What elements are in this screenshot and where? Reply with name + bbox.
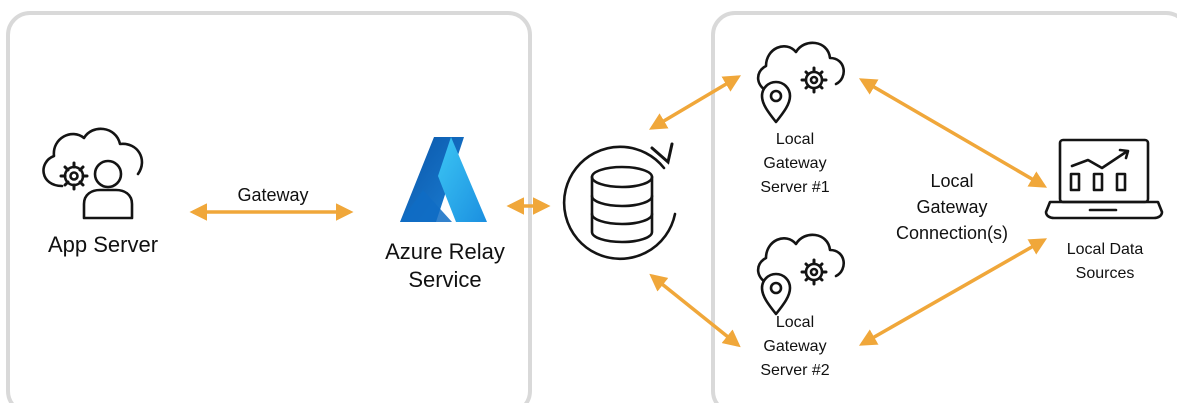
connections-label: Local Gateway Connection(s) [872,168,1032,246]
app-server-label: App Server [47,232,159,257]
server1-label-line1: Local [775,131,815,148]
connections-label-line1: Local [930,171,974,191]
cloud-gear-location-icon [756,233,845,316]
server2-label-line1: Local [775,314,815,331]
laptop-chart-icon [1044,138,1164,220]
gateway-label: Gateway [237,185,309,205]
azure-relay-label-line2: Service [408,267,482,292]
server1-label-line3: Server #1 [760,179,830,196]
hub-server1-arrow [648,75,742,130]
data-sources-label-line1: Local Data [1066,241,1144,258]
database-sync-icon [562,142,677,261]
data-sources-label-line2: Sources [1075,265,1135,282]
cloud-gear-location-icon [756,41,845,124]
server2-label-line2: Gateway [763,338,827,355]
hub-server2-arrow [649,273,741,348]
data-sources-label: Local Data Sources [1040,238,1170,286]
server2-label: Local Gateway Server #2 [735,311,855,383]
server1-label-line2: Gateway [763,155,827,172]
server1-data-arrow [858,78,1048,188]
server1-label: Local Gateway Server #1 [735,128,855,200]
azure-relay-label: Azure Relay Service [365,238,525,294]
right-panel [711,11,1177,403]
azure-logo [400,137,487,222]
server2-label-line3: Server #2 [760,362,830,379]
connections-label-line3: Connection(s) [895,223,1009,243]
connections-label-line2: Gateway [916,197,988,217]
azure-relay-label-line1: Azure Relay [385,239,505,264]
server2-data-arrow [858,238,1048,346]
user-cloud-gear-icon [42,127,144,220]
